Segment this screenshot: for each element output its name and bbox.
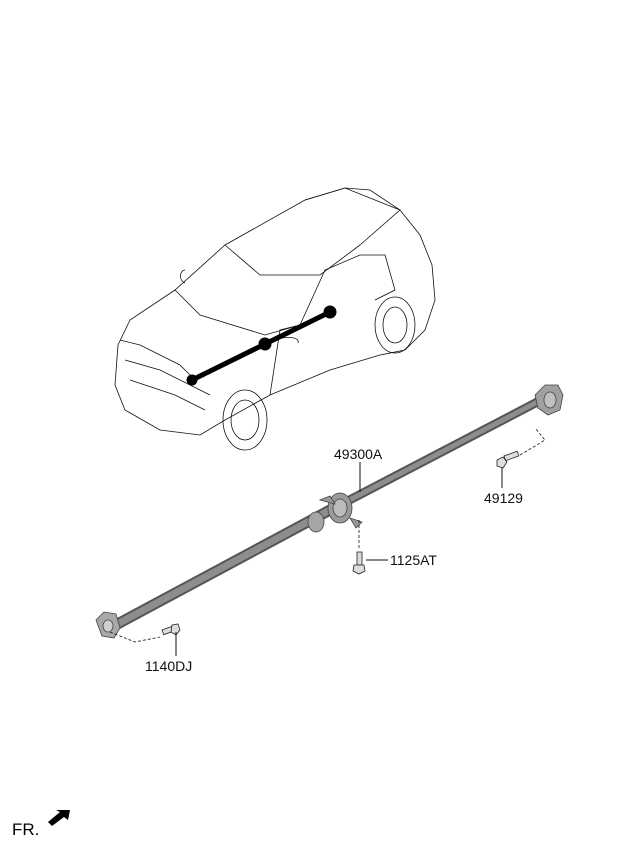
front-flange [95, 611, 121, 639]
front-orientation-label: FR. [12, 820, 40, 839]
part-label-1140DJ: 1140DJ [145, 658, 193, 674]
bolt-1125AT-icon [352, 551, 366, 575]
vehicle-outline-icon [114, 187, 436, 451]
vehicle-shaft-indicator [186, 305, 337, 386]
part-label-49129: 49129 [484, 490, 523, 506]
propeller-shaft [95, 384, 564, 639]
rear-flange [534, 384, 564, 416]
dashed-leader-lines [109, 427, 546, 643]
part-label-1125AT: 1125AT [390, 552, 437, 568]
center-bearing [307, 492, 363, 533]
bolt-1140DJ-icon [161, 623, 181, 636]
bolt-49129-icon [496, 450, 520, 469]
leader-lines [175, 462, 503, 656]
front-direction-arrow-icon [48, 810, 70, 826]
part-label-49300A: 49300A [334, 446, 383, 462]
